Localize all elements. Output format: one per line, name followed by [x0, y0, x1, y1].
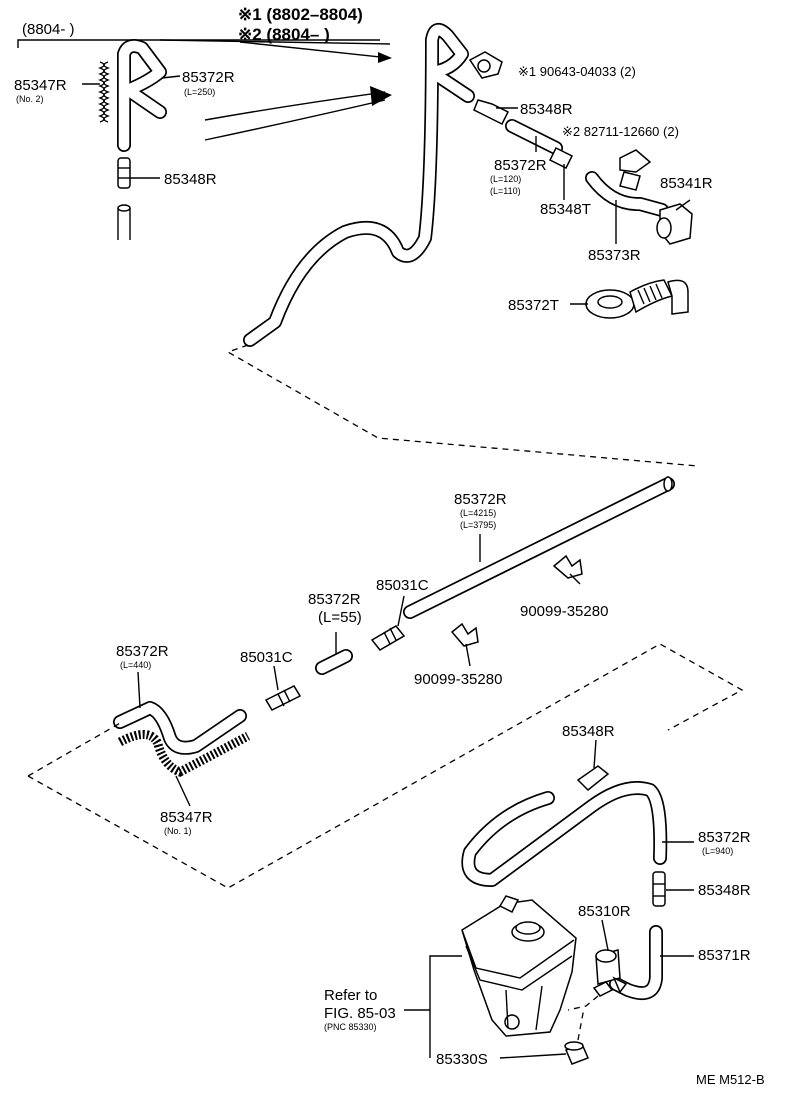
grommet-85372T — [585, 279, 689, 319]
label-85347R-no1: 85347R — [160, 809, 213, 826]
clip-82711 — [619, 149, 652, 191]
hose-85372R-L120 — [505, 119, 563, 155]
hose-85371R — [609, 925, 663, 1000]
label-85372R-L940-sub: (L=940) — [702, 846, 733, 856]
label-85372R-L440-sub: (L=440) — [120, 660, 151, 670]
washer-tank — [461, 895, 577, 1037]
joint-85348R-a — [473, 99, 510, 126]
label-85347R-no2-sub: (No. 2) — [16, 94, 44, 104]
pump-85310R — [592, 949, 628, 997]
spring-85347R-no1 — [117, 730, 251, 777]
hose-85372R-L440 — [113, 701, 247, 755]
label-85347R-no1-sub: (No. 1) — [164, 826, 192, 836]
joint-85348R-c — [576, 765, 610, 792]
label-85348R-c: 85348R — [562, 723, 615, 740]
label-85372R-long-sub2: (L=3795) — [460, 520, 496, 530]
inset-variant — [17, 39, 392, 240]
label-85372R-long-sub1: (L=4215) — [460, 508, 496, 518]
joint-85348R-d — [652, 871, 666, 907]
grommet-85330S — [564, 1041, 589, 1065]
joint-85348R-inset — [117, 157, 131, 189]
label-85310R: 85310R — [578, 903, 631, 920]
label-90099-a: 90099-35280 — [520, 603, 608, 620]
label-85372T: 85372T — [508, 297, 559, 314]
label-85372R-L250-sub: (L=250) — [184, 87, 215, 97]
label-clip-1: ※1 90643-04033 (2) — [518, 64, 636, 79]
label-85372R-L55-sub: (L=55) — [318, 609, 362, 626]
inset-year-label: (8804- ) — [22, 21, 75, 38]
label-85347R-no2: 85347R — [14, 77, 67, 94]
label-85372R-L120-sub2: (L=110) — [490, 186, 521, 196]
label-85372R-L250: 85372R — [182, 69, 235, 86]
label-85348R-inset: 85348R — [164, 171, 217, 188]
label-85372R-long: 85372R — [454, 491, 507, 508]
hose-85372R-L940 — [461, 781, 668, 887]
hose-85372R-L250 — [117, 39, 167, 152]
label-85348T: 85348T — [540, 201, 591, 218]
short-hose-85372R-L55 — [315, 649, 353, 675]
diagram-code: ME M512-B — [696, 1072, 765, 1087]
clamp-90099-b — [450, 622, 479, 647]
label-85341R: 85341R — [660, 175, 713, 192]
label-85372R-L440: 85372R — [116, 643, 169, 660]
hose-85373R — [585, 171, 669, 217]
leader-lines — [82, 75, 694, 1059]
label-85371R: 85371R — [698, 947, 751, 964]
connector-85031C-a — [370, 625, 406, 651]
label-85031C-b: 85031C — [240, 649, 293, 666]
refer-line-1: Refer to — [324, 987, 377, 1004]
refer-line-2: FIG. 85-03 — [324, 1005, 396, 1022]
label-85372R-L120-sub1: (L=120) — [490, 174, 521, 184]
label-85348R-d: 85348R — [698, 882, 751, 899]
label-clip-2: ※2 82711-12660 (2) — [562, 124, 679, 139]
label-90099-b: 90099-35280 — [414, 671, 502, 688]
refer-line-3: (PNC 85330) — [324, 1022, 377, 1032]
label-85373R: 85373R — [588, 247, 641, 264]
connector-85031C-b — [264, 685, 302, 711]
long-hose-85372R — [403, 476, 675, 619]
spring-85347R-no2 — [98, 61, 110, 123]
label-85372R-L940: 85372R — [698, 829, 751, 846]
clamp-90099-a — [552, 554, 583, 579]
nozzle-85341R — [656, 203, 693, 245]
legend-mark-2: ※2 (8804– ) — [238, 25, 330, 44]
clip-90643 — [468, 51, 503, 79]
label-85031C-a: 85031C — [376, 577, 429, 594]
legend-mark-1: ※1 (8802–8804) — [238, 5, 363, 24]
label-85348R-a: 85348R — [520, 101, 573, 118]
label-85372R-L55: 85372R — [308, 591, 361, 608]
top-hose-assembly — [243, 23, 693, 347]
label-85372R-L120: 85372R — [494, 157, 547, 174]
joint-85348T — [548, 146, 574, 170]
label-85330S: 85330S — [436, 1051, 488, 1068]
